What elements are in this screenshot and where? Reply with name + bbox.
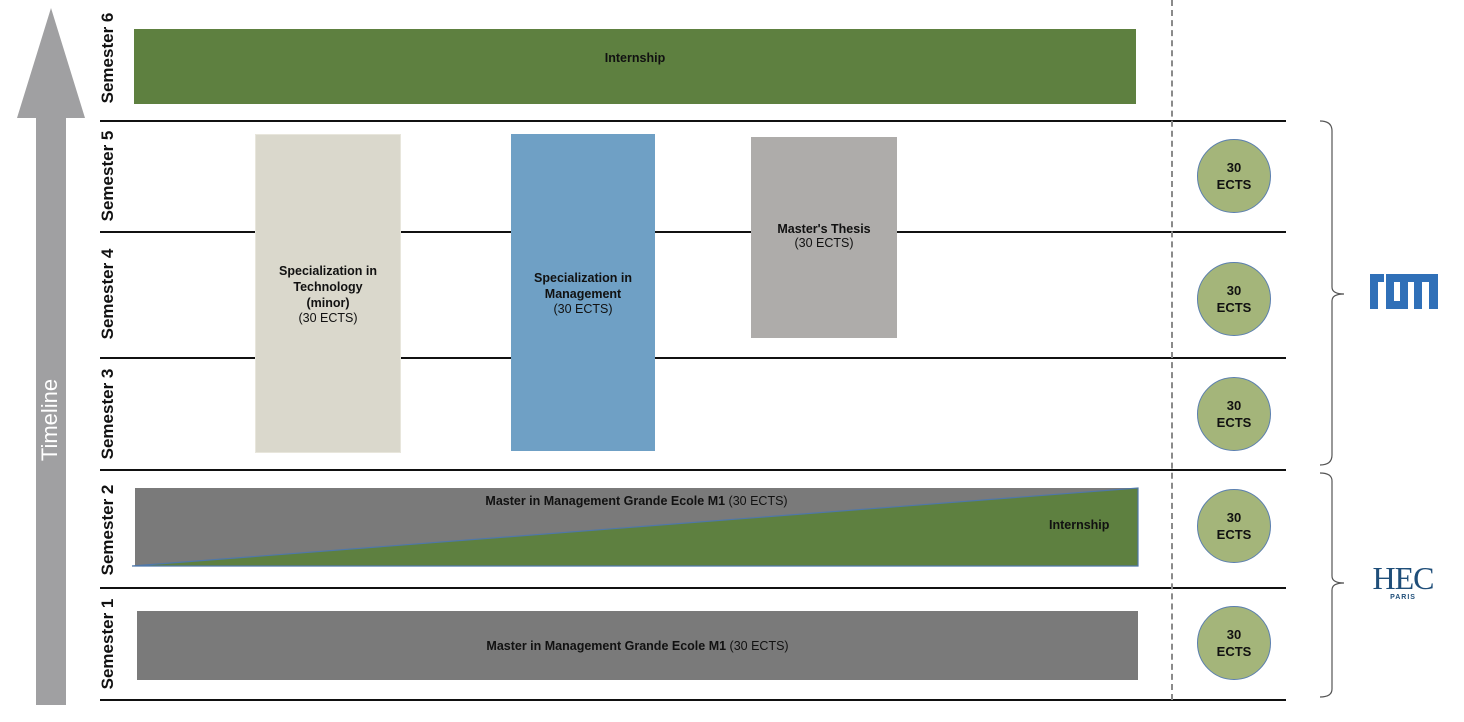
internship-triangle [131,487,1139,567]
thesis-ects: (30 ECTS) [794,236,854,250]
thesis-title: Master's Thesis [777,222,871,236]
dashed-divider [1171,0,1173,700]
braces [1319,120,1345,698]
semester-1-m1-block: Master in Management Grande Ecole M1 (30… [137,611,1138,680]
semester-1-label: Semester 1 [98,598,117,690]
semester-2-internship-text: Internship [1049,518,1110,532]
mgmt-ects: (30 ECTS) [553,301,613,316]
masters-thesis-block: Master's Thesis(30 ECTS) [751,137,897,338]
semester-2-split-block [131,487,1139,567]
timeline-arrow [17,8,85,705]
tech-title: Specialization in Technology (minor) [279,263,377,310]
internship-semester-6: Internship [134,29,1136,104]
tum-logo [1370,274,1438,310]
specialization-technology-block: Specialization in Technology (minor)(30 … [255,134,401,453]
semester-2-m1-text: Master in Management Grande Ecole M1 (30… [485,494,788,508]
tech-ects: (30 ECTS) [298,310,358,325]
internship-label: Internship [604,51,666,65]
specialization-management-block: Specialization in Management(30 ECTS) [511,134,655,451]
semester-2-label: Semester 2 [98,484,117,576]
tum-brace [1319,120,1345,466]
hec-brace [1319,472,1345,698]
semester-3-label: Semester 3 [98,368,117,460]
mgmt-title: Specialization in Management [534,270,632,301]
semester-6-label: Semester 6 [98,12,117,104]
hec-logo: HEC PARIS [1372,560,1435,601]
semester-5-label: Semester 5 [98,130,117,222]
semester-4-label: Semester 4 [98,248,117,340]
timeline-label: Timeline [37,378,62,462]
